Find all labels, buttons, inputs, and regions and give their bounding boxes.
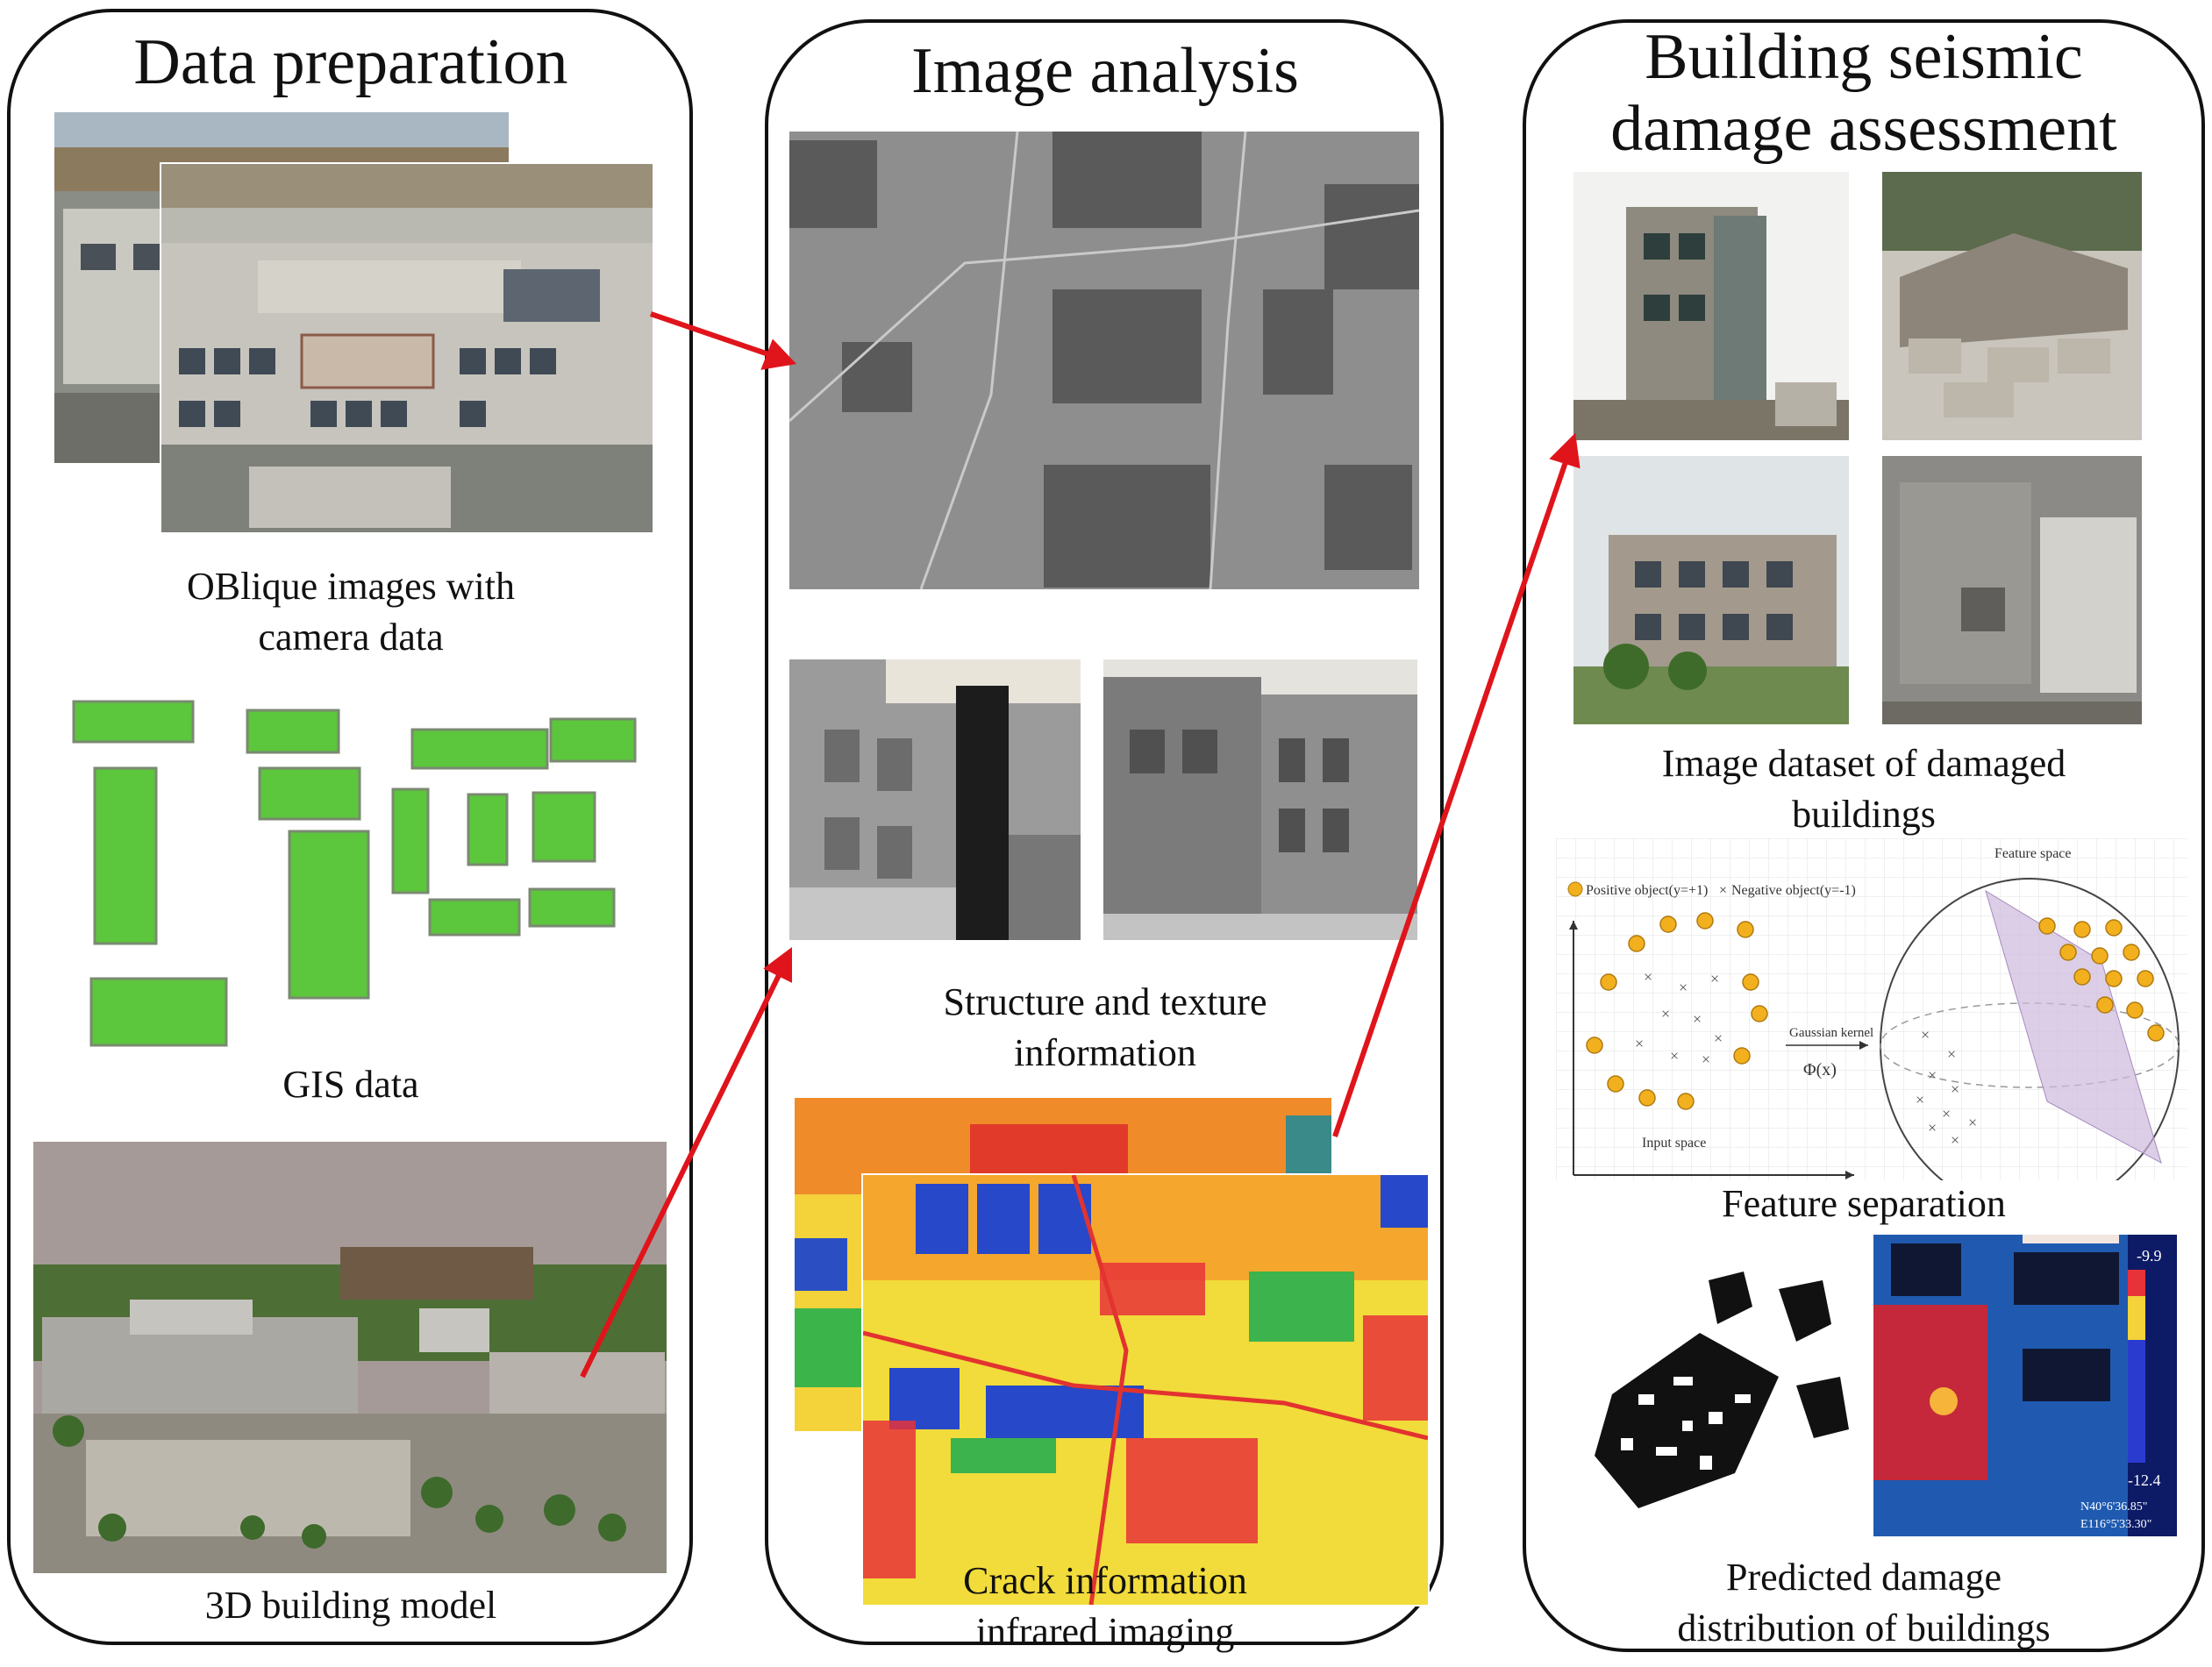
panel-title-data-preparation: Data preparation	[133, 26, 568, 98]
damaged-building-aerial	[1882, 456, 2142, 724]
damaged-building-photo-2	[1882, 172, 2142, 440]
svg-text:×: ×	[1951, 1080, 1959, 1098]
gis-footprints-map	[53, 684, 649, 1070]
svg-text:×: ×	[1693, 1010, 1702, 1028]
caption-predicted-line2: distribution of buildings	[1677, 1606, 2051, 1649]
oblique-photo-front	[160, 162, 654, 534]
structure-relief-right	[1103, 659, 1417, 940]
infrared-image-front	[861, 1173, 1430, 1606]
svg-text:×: ×	[1670, 1047, 1679, 1065]
predicted-damage-map	[1559, 1245, 1856, 1543]
legend-negative: Negative object(y=-1)	[1731, 883, 1856, 898]
caption-structure-line2: information	[1014, 1031, 1196, 1074]
damaged-building-photo-1	[1573, 172, 1849, 440]
3d-building-model-render	[33, 1142, 667, 1573]
panel-title-damage-line1: Building seismic	[1645, 21, 2083, 93]
panel-title-image-analysis: Image analysis	[911, 35, 1299, 107]
svg-text:×: ×	[1679, 979, 1688, 996]
caption-crack-line1: Crack information	[963, 1559, 1247, 1602]
caption-dataset-line2: buildings	[1792, 793, 1936, 836]
panel-data-preparation	[7, 9, 693, 1645]
svg-text:×: ×	[1951, 1131, 1959, 1149]
svg-text:×: ×	[1644, 968, 1652, 986]
caption-gis: GIS data	[282, 1063, 419, 1106]
input-space-label: Input space	[1642, 1136, 1706, 1151]
damaged-building-photo-3	[1573, 456, 1849, 724]
caption-oblique-line2: camera data	[258, 616, 444, 659]
caption-oblique-line1: OBlique images with	[187, 565, 515, 608]
legend-positive: Positive object(y=+1)	[1586, 883, 1708, 898]
phi-label: Φ(x)	[1803, 1060, 1837, 1079]
svg-text:×: ×	[1921, 1026, 1930, 1044]
feature-space-label: Feature space	[1994, 846, 2072, 861]
caption-feature-separation: Feature separation	[1722, 1182, 2006, 1225]
caption-3d-model: 3D building model	[204, 1584, 497, 1627]
caption-predicted-line1: Predicted damage	[1726, 1556, 2002, 1599]
kernel-label: Gaussian kernel	[1789, 1026, 1873, 1040]
structure-relief-left	[789, 659, 1081, 940]
svg-text:×: ×	[1968, 1114, 1977, 1131]
svg-text:×: ×	[1719, 883, 1727, 898]
svg-text:×: ×	[1916, 1091, 1924, 1108]
thermal-scale-max: -9.9	[2137, 1247, 2162, 1264]
svg-text:×: ×	[1710, 970, 1719, 987]
svg-text:×: ×	[1928, 1119, 1937, 1136]
svg-text:×: ×	[1928, 1066, 1937, 1084]
svg-text:×: ×	[1661, 1005, 1670, 1022]
caption-dataset-line1: Image dataset of damaged	[1661, 742, 2066, 785]
panel-title-damage-line2: damage assessment	[1610, 93, 2117, 165]
svg-text:×: ×	[1702, 1051, 1710, 1068]
thermal-damage-image: -9.9 -12.4 N40°6'36.85" E116°5'33.30"	[1873, 1235, 2177, 1536]
svg-text:×: ×	[1635, 1035, 1644, 1052]
thermal-scale-min: -12.4	[2128, 1471, 2161, 1489]
grayscale-facade-image	[789, 132, 1419, 589]
feature-separation-diagram: Positive object(y=+1) Negative object(y=…	[1556, 838, 2187, 1180]
caption-crack-line2: infrared imaging	[975, 1610, 1235, 1653]
thermal-coord-2: E116°5'33.30"	[2080, 1518, 2151, 1531]
svg-text:×: ×	[1942, 1105, 1951, 1122]
svg-text:×: ×	[1947, 1045, 1956, 1063]
thermal-coord-1: N40°6'36.85"	[2080, 1500, 2147, 1514]
caption-structure-line1: Structure and texture	[943, 980, 1267, 1023]
svg-text:×: ×	[1714, 1029, 1723, 1047]
